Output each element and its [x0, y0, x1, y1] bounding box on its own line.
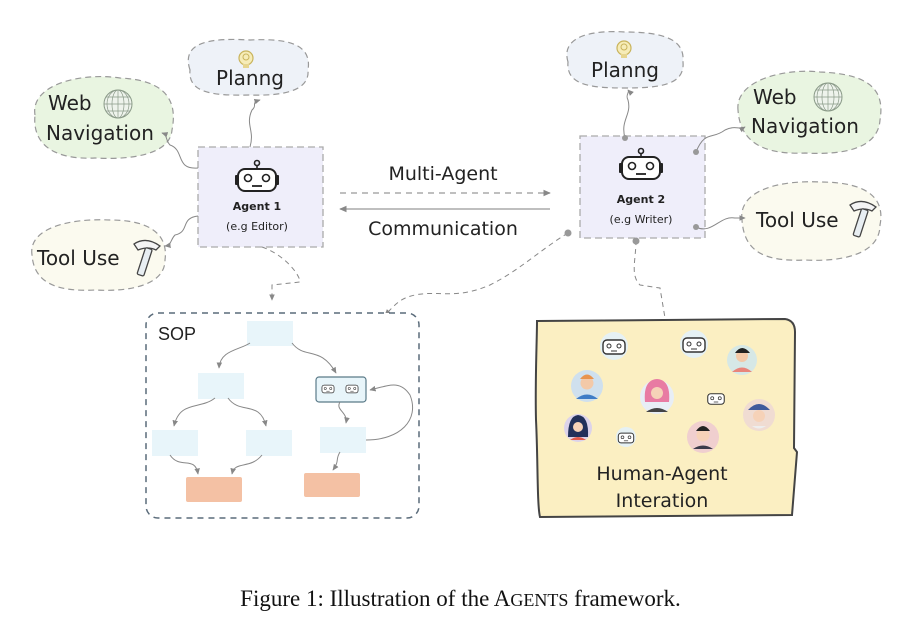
interaction-line1: Human-Agent — [596, 463, 727, 485]
agent1-role: (e.g Editor) — [226, 220, 288, 233]
left-web-navigation-bubble: Web Navigation — [34, 75, 174, 159]
right-navigation-label: Navigation — [751, 114, 859, 138]
right-connectors — [384, 89, 746, 319]
robot-icon — [321, 384, 335, 394]
right-web-label: Web — [753, 85, 797, 109]
right-tool-label: Tool Use — [755, 208, 839, 232]
caption-name-first: A — [493, 586, 511, 611]
agent2-box[interactable]: Agent 2 (e.g Writer) — [579, 135, 706, 239]
globe-icon — [813, 82, 843, 112]
robot-avatar — [616, 427, 636, 447]
agent2-title: Agent 2 — [617, 193, 665, 206]
connector-dots — [564, 135, 699, 245]
figure-caption: Figure 1: Illustration of the AGENTS fra… — [0, 586, 921, 612]
sop-panel: SOP — [145, 312, 420, 519]
communication-line2: Communication — [368, 218, 518, 240]
multi-agent-communication: Multi-Agent Communication — [339, 163, 551, 240]
robot-avatar — [680, 330, 708, 358]
right-tool-use-bubble: Tool Use — [741, 181, 882, 261]
left-tool-use-bubble: Tool Use — [31, 219, 167, 291]
sop-agent-node — [315, 376, 367, 403]
human-agent-interaction-panel: Human-Agent Interation — [534, 317, 799, 519]
sop-node — [320, 427, 366, 453]
interaction-line2: Interation — [616, 490, 709, 512]
participant-avatars — [564, 330, 775, 453]
sop-terminal-node — [304, 473, 360, 497]
left-connectors — [161, 98, 301, 301]
human-avatar — [743, 399, 775, 431]
human-avatar — [571, 370, 603, 402]
agent1-box[interactable]: Agent 1 (e.g Editor) — [197, 146, 324, 248]
caption-prefix: Figure 1: Illustration of the — [240, 586, 494, 611]
sop-node — [246, 430, 292, 456]
right-web-navigation-bubble: Web Navigation — [737, 70, 882, 154]
sop-node — [198, 373, 244, 399]
robot-avatar — [600, 332, 628, 360]
right-planning-bubble: Planng — [566, 31, 684, 89]
sop-node — [247, 321, 293, 346]
communication-line1: Multi-Agent — [388, 163, 497, 185]
robot-icon — [345, 384, 359, 394]
sop-terminal-node — [186, 477, 242, 502]
left-planning-bubble: Planng — [187, 38, 310, 96]
human-avatar — [640, 379, 674, 414]
right-planning-label: Planng — [591, 58, 659, 82]
agent1-title: Agent 1 — [233, 200, 281, 213]
globe-icon — [103, 89, 133, 119]
caption-suffix: framework. — [568, 586, 681, 611]
robot-avatar — [707, 393, 725, 405]
human-avatar — [687, 421, 719, 453]
left-web-label: Web — [48, 91, 92, 115]
human-avatar — [727, 345, 757, 375]
sop-label: SOP — [158, 324, 196, 344]
left-navigation-label: Navigation — [46, 121, 154, 145]
caption-name-rest: GENTS — [510, 590, 569, 610]
human-avatar — [564, 414, 592, 442]
sop-node — [152, 430, 198, 456]
left-planning-label: Planng — [216, 66, 284, 90]
agent2-role: (e.g Writer) — [610, 213, 673, 226]
agents-framework-diagram: Planng Web Navigation Tool Use Agent 1 (… — [31, 31, 882, 519]
left-tool-label: Tool Use — [36, 246, 120, 270]
sop-flowchart — [152, 321, 414, 502]
